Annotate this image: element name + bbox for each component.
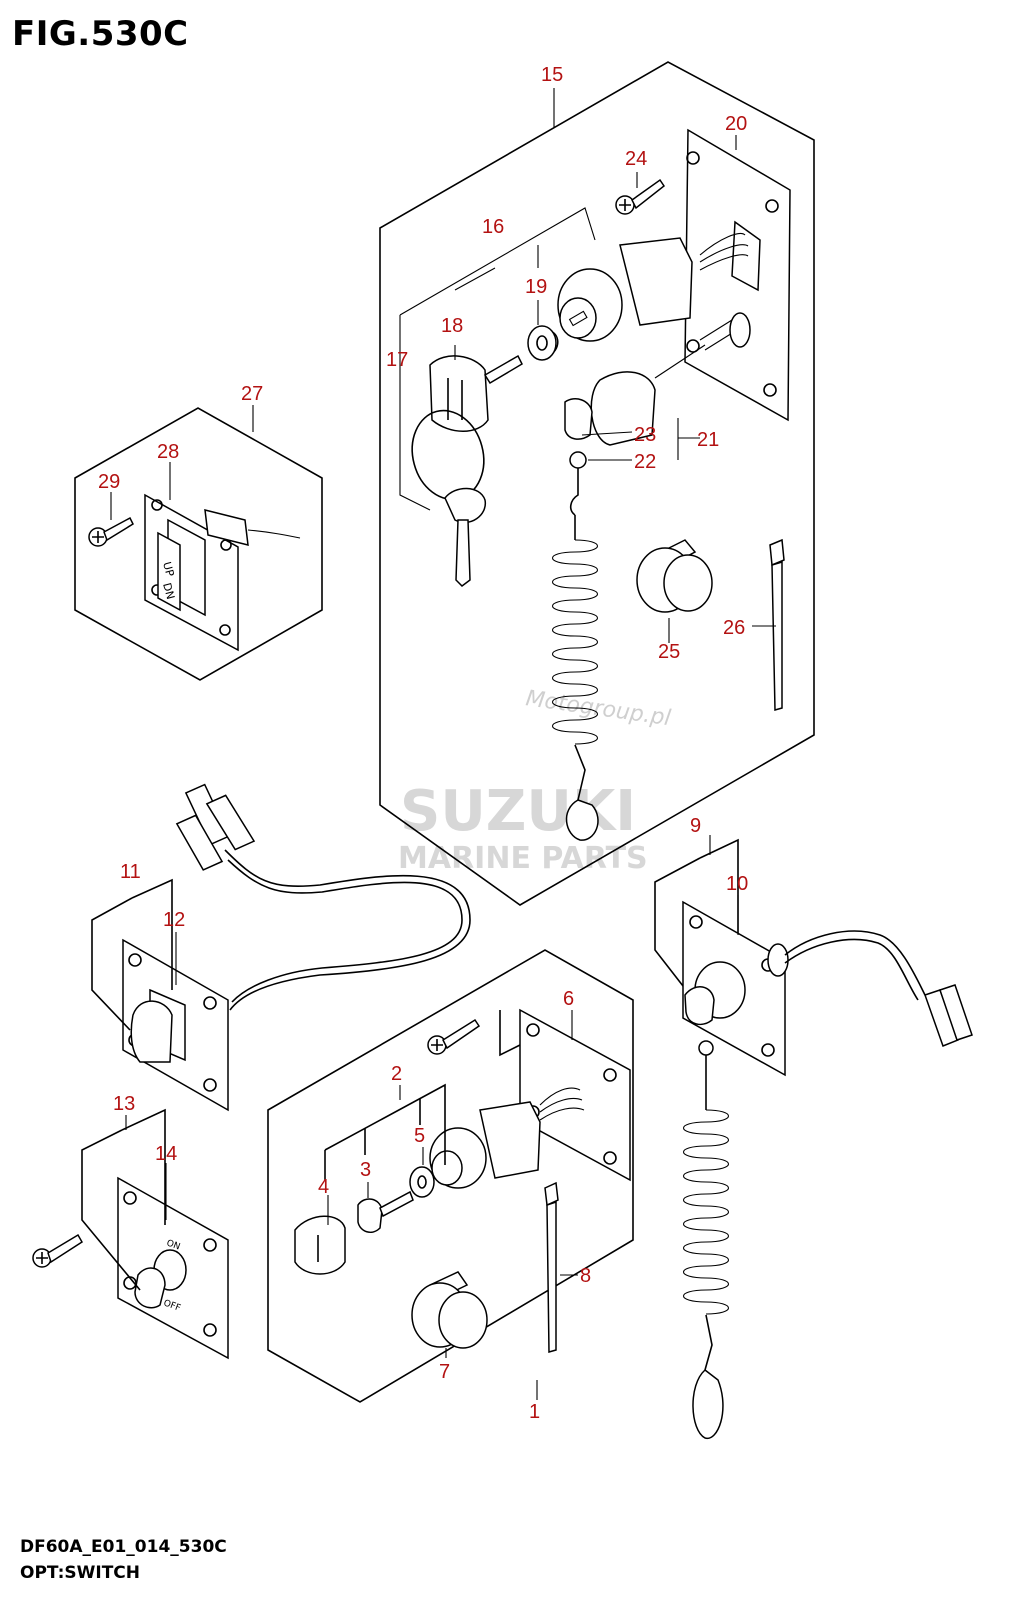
callout-28: 28 xyxy=(157,441,179,463)
callout-18: 18 xyxy=(441,315,463,337)
plate-6 xyxy=(519,1008,631,1182)
lanyard-coil xyxy=(552,515,599,841)
screw-13 xyxy=(32,1233,84,1268)
switch-on-label: ON xyxy=(165,1238,181,1252)
callout-20: 20 xyxy=(725,113,747,135)
callout-23: 23 xyxy=(634,424,656,446)
kit-11-bracket xyxy=(91,878,173,1031)
kit-15-box xyxy=(379,61,815,906)
screw-6 xyxy=(427,1018,481,1055)
callout-21: 21 xyxy=(697,429,719,451)
trim-up-label: UP xyxy=(160,560,176,578)
washer-19 xyxy=(527,325,557,361)
stop-switch-21 xyxy=(564,312,751,516)
key-switch-2 xyxy=(429,1087,585,1189)
kit-27-box xyxy=(74,407,323,681)
trim-down-label: DN xyxy=(160,581,177,600)
callout-1: 1 xyxy=(529,1401,540,1423)
callout-3: 3 xyxy=(360,1159,371,1181)
callout-4: 4 xyxy=(318,1176,329,1198)
tie-8 xyxy=(544,1181,559,1353)
trim-switch-28: UP DN xyxy=(144,493,301,652)
key-3 xyxy=(357,1190,414,1233)
washer-5 xyxy=(409,1166,435,1198)
on-off-panel-14: ON OFF xyxy=(117,1176,229,1360)
kit-1-box xyxy=(267,949,634,1403)
watermark-brand: SUZUKI xyxy=(400,779,636,844)
wire-harness xyxy=(175,783,471,1011)
callout-13: 13 xyxy=(113,1093,135,1115)
callout-17: 17 xyxy=(386,349,408,371)
callout-24: 24 xyxy=(625,148,647,170)
callout-25: 25 xyxy=(658,641,680,663)
kit-2-bracket xyxy=(324,1010,521,1180)
callout-2: 2 xyxy=(391,1063,402,1085)
cap-25 xyxy=(636,539,713,613)
callout-16: 16 xyxy=(482,216,504,238)
callout-27: 27 xyxy=(241,383,263,405)
screw-29 xyxy=(88,516,134,547)
cap-4 xyxy=(294,1215,346,1275)
cable-tie-26 xyxy=(769,538,785,711)
watermark-subtitle: MARINE PARTS xyxy=(398,841,648,876)
callout-19: 19 xyxy=(525,276,547,298)
leader-lines xyxy=(110,88,776,1400)
key-assembly-17 xyxy=(411,354,523,587)
callout-22: 22 xyxy=(634,451,656,473)
callout-5: 5 xyxy=(414,1125,425,1147)
callout-14: 14 xyxy=(155,1143,177,1165)
callouts: 15 20 24 16 19 18 17 23 21 22 25 26 27 2… xyxy=(98,64,748,1423)
switch-panel-12 xyxy=(122,938,229,1112)
figure-code: DF60A_E01_014_530C xyxy=(20,1537,227,1557)
figure-name: OPT:SWITCH xyxy=(20,1563,140,1583)
cap-7 xyxy=(411,1271,488,1349)
callout-8: 8 xyxy=(580,1265,591,1287)
callout-7: 7 xyxy=(439,1361,450,1383)
screw-24 xyxy=(615,178,666,215)
kit-13-bracket xyxy=(81,1108,166,1291)
watermark-site: Motogroup.pl xyxy=(524,686,672,731)
callout-9: 9 xyxy=(690,815,701,837)
callout-6: 6 xyxy=(563,988,574,1010)
callout-12: 12 xyxy=(163,909,185,931)
figure-title: FIG.530C xyxy=(12,14,189,54)
callout-11: 11 xyxy=(120,861,141,883)
callout-26: 26 xyxy=(723,617,745,639)
plate-10 xyxy=(682,900,926,1077)
connectors-9 xyxy=(924,984,973,1047)
callout-10: 10 xyxy=(726,873,748,895)
callout-15: 15 xyxy=(541,64,563,86)
callout-29: 29 xyxy=(98,471,120,493)
lanyard-coil-9 xyxy=(683,1055,729,1439)
